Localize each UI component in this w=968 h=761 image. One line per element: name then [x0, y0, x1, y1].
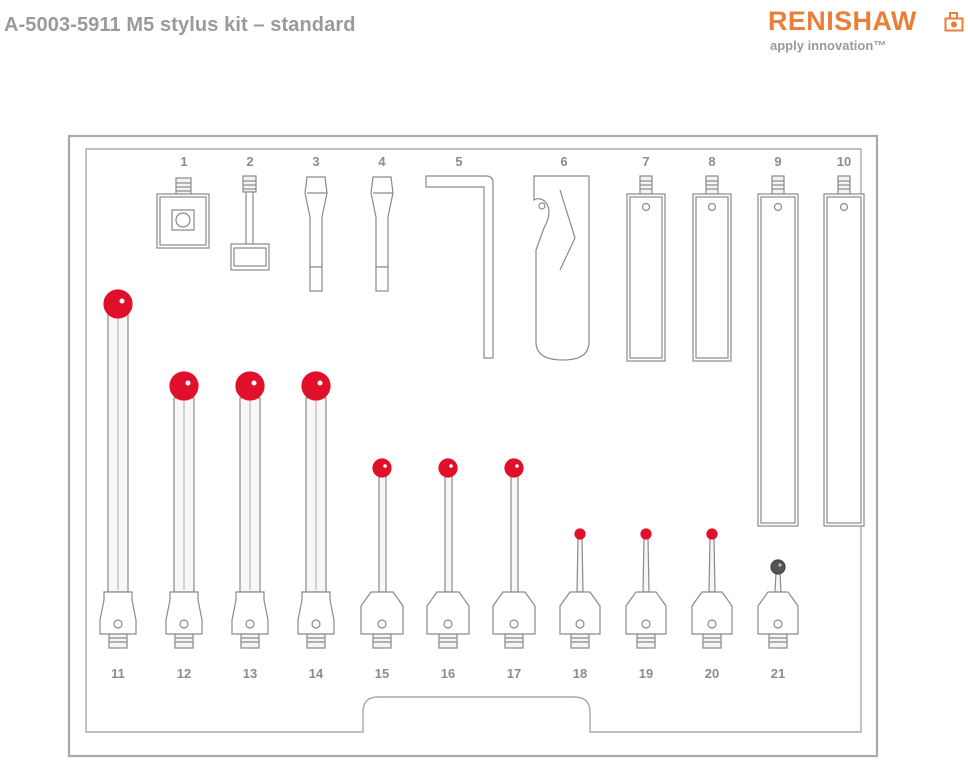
part-3-stylus-tool — [304, 176, 328, 292]
item-number: 11 — [111, 666, 125, 681]
renishaw-logo: RENISHAW apply innovation™ — [768, 6, 964, 56]
part-5-hex-key — [425, 175, 494, 359]
ruby-ball — [103, 289, 133, 319]
item-number: 17 — [507, 666, 521, 681]
item-number: 21 — [771, 666, 785, 681]
part-16-ruby-ball-stylus — [426, 458, 470, 649]
item-number-labels: 1 2 3 4 5 6 7 8 9 10 11 12 13 14 15 16 1… — [111, 154, 851, 681]
item-number: 5 — [455, 154, 462, 169]
item-number: 18 — [573, 666, 587, 681]
ruby-ball — [438, 458, 458, 478]
part-20-ruby-ball-stylus — [691, 528, 733, 649]
item-number: 10 — [837, 154, 851, 169]
part-15-ruby-ball-stylus — [360, 458, 404, 649]
item-number: 9 — [774, 154, 781, 169]
renishaw-mark-icon — [944, 12, 964, 32]
item-number: 13 — [243, 666, 257, 681]
part-4-stylus-tool — [370, 176, 394, 292]
part-2-thread-adaptor — [230, 175, 270, 271]
part-6-s-tool — [533, 175, 590, 361]
item-number: 1 — [180, 154, 187, 169]
item-number: 12 — [177, 666, 191, 681]
part-9-extension — [757, 175, 799, 527]
ruby-ball — [706, 528, 718, 540]
part-14-ruby-ball-stylus — [297, 371, 335, 649]
part-19-ruby-ball-stylus — [625, 528, 667, 649]
item-number: 4 — [378, 154, 386, 169]
part-10-extension — [823, 175, 865, 527]
item-number: 7 — [642, 154, 649, 169]
part-17-ruby-ball-stylus — [492, 458, 536, 649]
item-number: 19 — [639, 666, 653, 681]
ruby-ball — [169, 371, 199, 401]
item-number: 6 — [560, 154, 567, 169]
part-13-ruby-ball-stylus — [231, 371, 269, 649]
ruby-ball — [574, 528, 586, 540]
logo-tagline: apply innovation™ — [770, 38, 887, 53]
item-number: 2 — [246, 154, 253, 169]
tray-outline — [67, 134, 879, 758]
ruby-ball — [301, 371, 331, 401]
part-8-extension — [692, 175, 732, 362]
item-number: 3 — [312, 154, 319, 169]
part-12-ruby-ball-stylus — [165, 371, 203, 649]
part-1-adaptor-block — [156, 177, 210, 249]
ruby-ball — [640, 528, 652, 540]
ruby-ball — [372, 458, 392, 478]
ceramic-ball — [770, 559, 786, 575]
part-18-ruby-ball-stylus — [559, 528, 601, 649]
item-number: 16 — [441, 666, 455, 681]
item-number: 20 — [705, 666, 719, 681]
item-number: 14 — [309, 666, 324, 681]
ruby-ball — [504, 458, 524, 478]
ruby-ball — [235, 371, 265, 401]
item-number: 15 — [375, 666, 389, 681]
part-11-ruby-ball-stylus — [99, 289, 137, 649]
logo-wordmark: RENISHAW — [768, 6, 917, 36]
item-number: 8 — [708, 154, 715, 169]
page-title: A-5003-5911 M5 stylus kit – standard — [4, 14, 356, 36]
part-21-ceramic-ball-stylus — [757, 559, 799, 649]
part-7-extension — [626, 175, 666, 362]
